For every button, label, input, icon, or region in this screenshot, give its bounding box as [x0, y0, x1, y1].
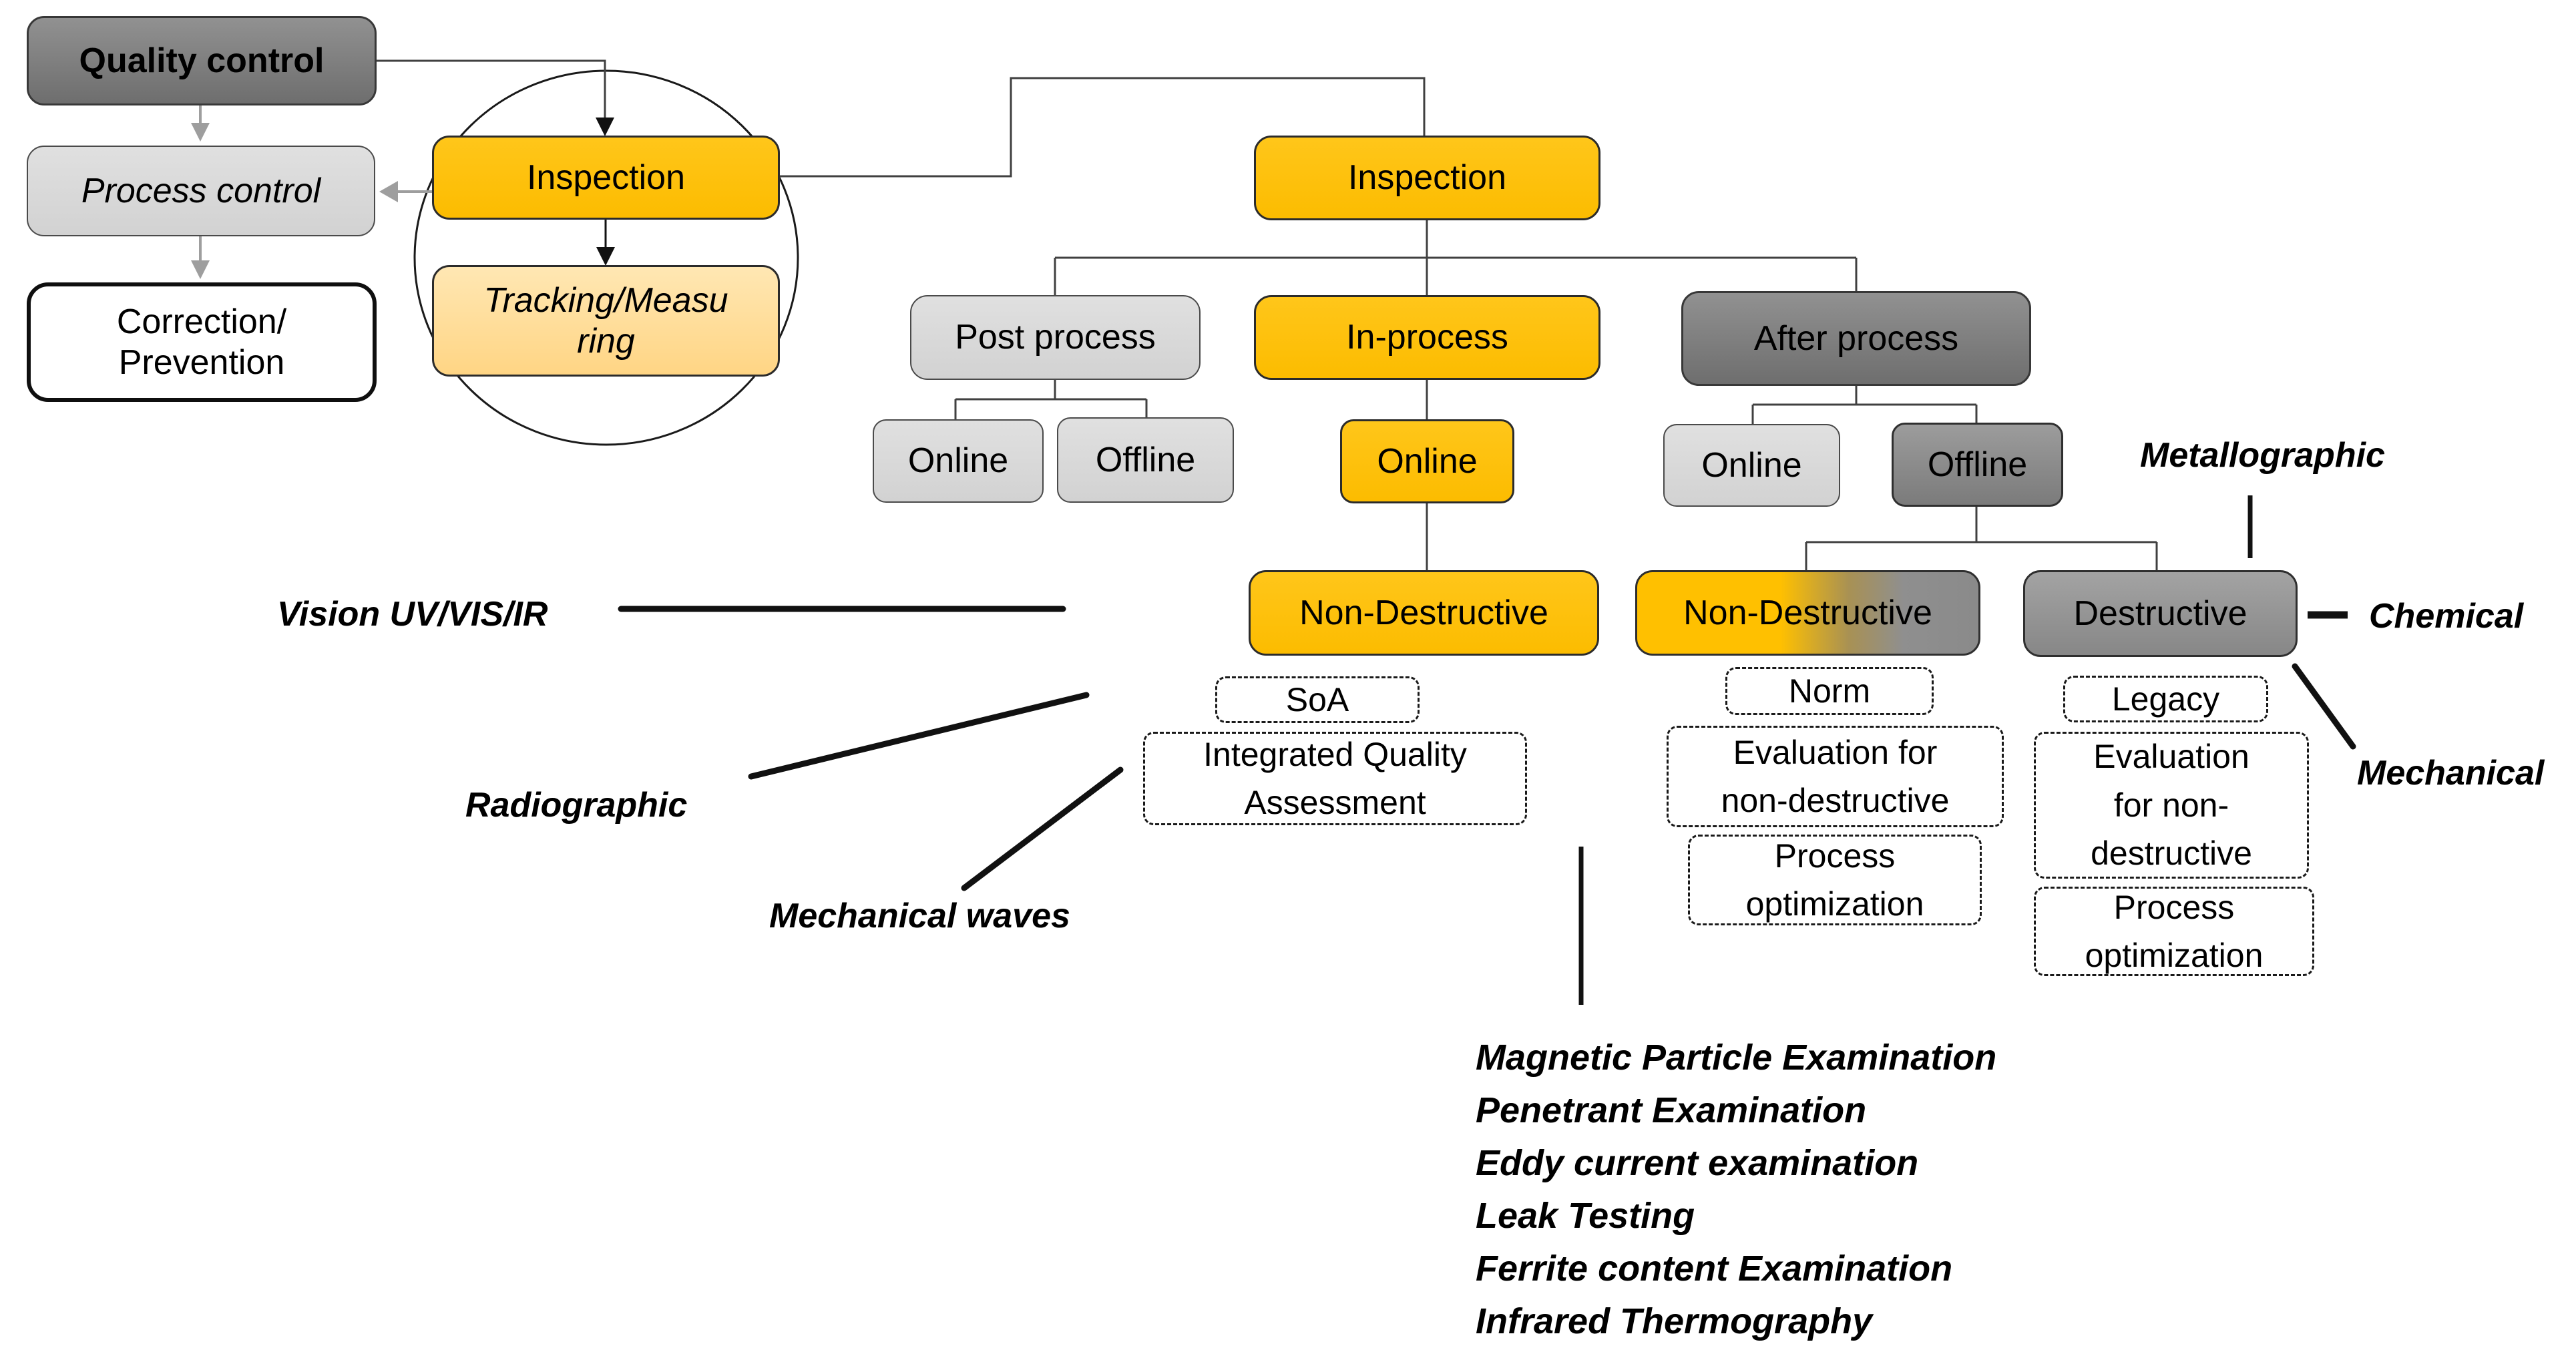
post-branch-lines	[954, 380, 1148, 419]
inspection-cycle-box: Inspection	[432, 136, 780, 220]
evaluation-mid-box: Evaluation for non-destructive	[1667, 726, 2004, 827]
after-nondestructive-box: Non-Destructive	[1635, 570, 1980, 656]
in-nondestructive-box: Non-Destructive	[1249, 570, 1599, 656]
qc-to-inspection-line	[377, 59, 606, 118]
after-process-box: After process	[1681, 291, 2031, 386]
mechanical-waves-pointer-line	[961, 766, 1124, 891]
quality-control-box: Quality control	[27, 16, 377, 105]
arrowhead-down-1	[596, 118, 614, 136]
ndt-methods-list: Magnetic Particle Examination Penetrant …	[1476, 1032, 1996, 1348]
integrated-quality-assessment-box: Integrated Quality Assessment	[1143, 732, 1527, 825]
ndt-method-item: Eddy current examination	[1476, 1143, 1919, 1183]
ndt-method-item: Ferrite content Examination	[1476, 1249, 1953, 1289]
radiographic-pointer-line	[748, 692, 1090, 780]
arrowhead-down-gray-1	[191, 123, 210, 142]
destructive-box: Destructive	[2023, 570, 2298, 657]
in-process-box: In-process	[1254, 295, 1600, 380]
vision-label: Vision UV/VIS/IR	[277, 595, 548, 634]
radiographic-label: Radiographic	[465, 786, 688, 825]
arrowhead-down-gray-2	[191, 260, 210, 279]
process-optimization-right-box: Process optimization	[2034, 887, 2314, 976]
process-control-box: Process control	[27, 146, 375, 236]
arrowhead-down-2	[596, 247, 615, 266]
offline-branch-lines	[1805, 507, 2158, 570]
mechanical-label: Mechanical	[2357, 754, 2545, 793]
chemical-label: Chemical	[2369, 597, 2524, 636]
correction-prevention-box: Correction/ Prevention	[27, 282, 377, 402]
process-optimization-mid-box: Process optimization	[1688, 835, 1982, 925]
cycle-circle	[413, 69, 799, 446]
metallographic-label: Metallographic	[2140, 436, 2385, 475]
ndt-method-item: Leak Testing	[1476, 1196, 1695, 1236]
mechanical-pointer-line	[2292, 663, 2356, 750]
after-offline-box: Offline	[1892, 423, 2063, 507]
mechanical-waves-label: Mechanical waves	[769, 897, 1070, 935]
post-process-box: Post process	[910, 295, 1201, 380]
cycle-to-root-line	[780, 77, 1426, 178]
ndt-method-item: Infrared Thermography	[1476, 1301, 1873, 1341]
root-branch-lines	[1054, 220, 1858, 295]
ndt-method-item: Penetrant Examination	[1476, 1090, 1867, 1130]
tracking-measuring-box: Tracking/Measu ring	[432, 265, 780, 377]
after-online-box: Online	[1663, 424, 1840, 507]
ndt-method-item: Magnetic Particle Examination	[1476, 1038, 1997, 1078]
norm-box: Norm	[1725, 667, 1934, 715]
in-online-box: Online	[1340, 419, 1514, 503]
post-online-box: Online	[873, 419, 1044, 503]
legacy-box: Legacy	[2063, 676, 2268, 722]
after-branch-lines	[1751, 386, 1978, 424]
post-offline-box: Offline	[1057, 417, 1234, 503]
soa-box: SoA	[1215, 676, 1420, 723]
evaluation-right-box: Evaluation for non- destructive	[2034, 732, 2309, 879]
inspection-root-box: Inspection	[1254, 136, 1600, 220]
arrowhead-left-gray	[379, 181, 398, 202]
